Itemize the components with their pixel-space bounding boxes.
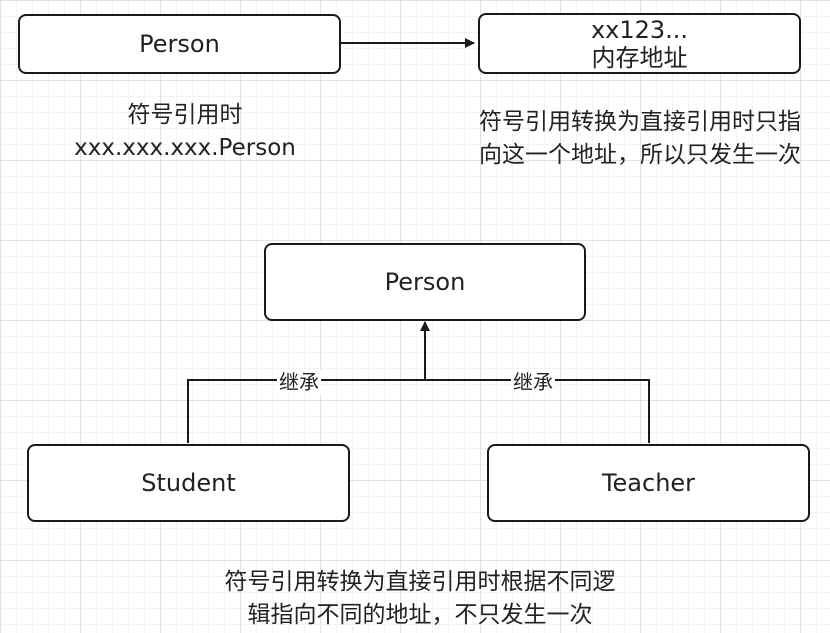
person-reference-label: Person [139, 30, 220, 58]
person-parent-box: Person [264, 243, 586, 321]
symbolic-reference-note-line2: xxx.xxx.xxx.Person [74, 135, 296, 161]
person-parent-label: Person [384, 268, 466, 296]
memory-address-label: 内存地址 [591, 43, 688, 72]
memory-address-box: xx123... 内存地址 [478, 13, 801, 74]
symbolic-reference-note-line1: 符号引用时 [127, 102, 243, 128]
student-box: Student [27, 444, 350, 522]
teacher-label: Teacher [601, 469, 696, 497]
bottom-note-line2: 辑指向不同的地址，不只发生一次 [247, 602, 593, 628]
inheritance-connector [187, 322, 650, 443]
teacher-box: Teacher [487, 444, 810, 522]
symbolic-reference-note: 符号引用时 xxx.xxx.xxx.Person [30, 99, 340, 165]
inherit-label-left: 继承 [277, 370, 321, 394]
inherit-label-right: 继承 [511, 370, 555, 394]
direct-reference-note: 符号引用转换为直接引用时只指 向这一个地址，所以只发生一次 [455, 106, 825, 172]
memory-address-value: xx123... [590, 15, 689, 44]
bottom-note-line1: 符号引用转换为直接引用时根据不同逻 [224, 569, 616, 595]
direct-reference-note-line1: 符号引用转换为直接引用时只指 [479, 109, 801, 135]
student-label: Student [141, 469, 236, 497]
person-reference-box: Person [18, 14, 341, 74]
direct-reference-note-line2: 向这一个地址，所以只发生一次 [479, 142, 801, 168]
bottom-note: 符号引用转换为直接引用时根据不同逻 辑指向不同的地址，不只发生一次 [170, 566, 670, 632]
